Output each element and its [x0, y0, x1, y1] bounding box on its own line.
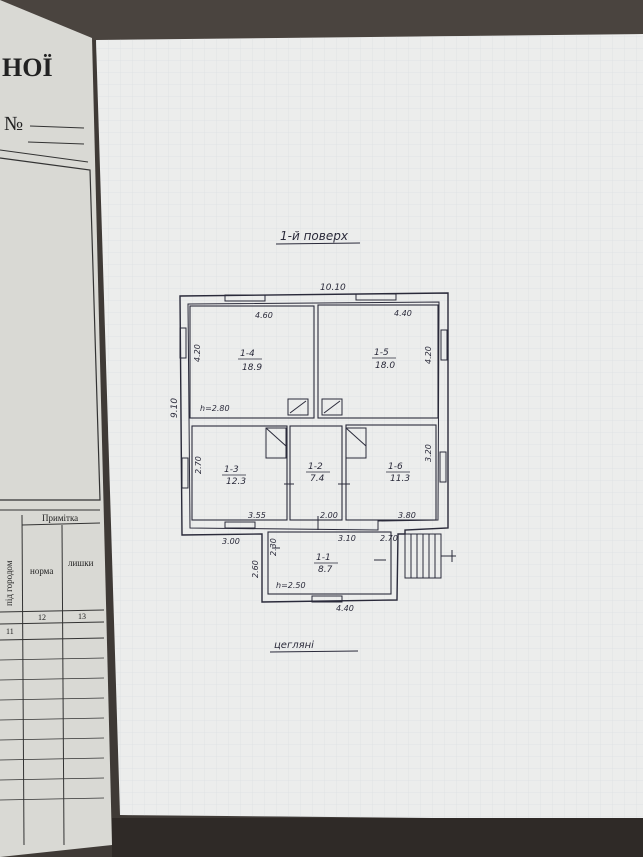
dim-room16-width: 3.80	[398, 511, 416, 520]
window-top-left	[224, 294, 266, 302]
floor-plan: 1-й поверх 10.10 9.10	[170, 229, 456, 603]
room-1-5-area: 18.0	[375, 361, 395, 371]
dim-porch-width: 4.40	[336, 604, 354, 613]
table-highlight	[0, 0, 643, 40]
dim-overall-width: 10.10	[320, 283, 346, 293]
window-left-lower	[181, 457, 189, 489]
dim-room14-depth: 4.20	[193, 344, 202, 362]
room-1-1-outline	[267, 531, 392, 595]
left-form-sheet: НОЇ № Примітка під городом норма лишки 1…	[0, 0, 112, 857]
table-bottom-edge	[112, 818, 643, 857]
dim-porch-mid: 3.10	[338, 534, 356, 543]
form-col-number-12: 12	[38, 613, 46, 622]
room-1-3-area: 12.3	[226, 477, 246, 487]
dim-room15-width: 4.40	[394, 309, 412, 318]
dim-room13-depth: 2.70	[194, 456, 203, 474]
stove-4	[345, 427, 367, 459]
ceiling-height-porch: h=2.50	[276, 581, 306, 590]
dim-porch-left-depth: 2.30	[269, 538, 278, 556]
dimension-labels: 4.60 4.20 4.40 4.20 h=2.80 2.70 3.55 2.0…	[193, 309, 433, 613]
room-1-5-outline	[317, 304, 439, 419]
stove-3	[265, 427, 287, 459]
form-col-group-header: Примітка	[42, 513, 78, 523]
room-1-4-outline	[189, 305, 315, 419]
room-1-4-area: 18.9	[242, 363, 262, 373]
window-top-right	[355, 293, 397, 301]
dim-porch-right: 2.70	[380, 534, 398, 543]
room-1-3-outline	[191, 425, 288, 521]
window-right-upper	[440, 329, 448, 361]
window-left-upper	[179, 327, 187, 359]
dim-porch-wing-depth: 2.60	[251, 560, 260, 578]
form-col-number-13: 13	[78, 612, 86, 621]
room-labels: 1-4 18.9 1-5 18.0 1-3 12.3 1-2 7.4 1-6 1…	[222, 348, 410, 575]
dim-left-offset: 3.00	[222, 537, 240, 546]
room-1-2-id: 1-2	[308, 462, 323, 472]
window-bottom-porch	[311, 595, 343, 603]
room-1-2-area: 7.4	[310, 474, 325, 484]
stove-2	[321, 398, 343, 416]
dim-overall-depth: 9.10	[170, 398, 180, 418]
ceiling-height-main: h=2.80	[200, 404, 230, 413]
room-1-6-area: 11.3	[390, 474, 410, 484]
form-col-header-2: норма	[30, 566, 53, 576]
room-1-4-id: 1-4	[240, 349, 255, 359]
stove-1	[287, 398, 309, 416]
plan-sheet	[96, 34, 643, 820]
dim-room12-width: 2.00	[320, 511, 338, 520]
dim-room16-depth: 3.20	[424, 444, 433, 462]
outer-wall	[179, 292, 449, 603]
dim-room13-width: 3.55	[248, 511, 266, 520]
room-1-1-id: 1-1	[316, 553, 331, 563]
room-1-2-outline	[289, 425, 343, 521]
form-col-number-11: 11	[6, 627, 14, 636]
form-title-fragment: НОЇ	[2, 53, 53, 82]
room-1-5-id: 1-5	[374, 348, 389, 358]
floor-title: 1-й поверх	[280, 229, 349, 243]
window-right-lower	[439, 451, 447, 483]
room-1-3-id: 1-3	[224, 465, 239, 475]
room-1-1-area: 8.7	[318, 565, 333, 575]
room-1-6-outline	[345, 424, 437, 521]
entrance-steps	[404, 533, 456, 579]
window-bottom-13	[224, 521, 256, 529]
material-label: цегляні	[274, 639, 314, 651]
form-col-header-3: лишки	[68, 558, 94, 568]
inner-wall-outline	[187, 301, 440, 531]
form-col-header-1: під городом	[4, 560, 14, 606]
room-1-6-id: 1-6	[388, 462, 403, 472]
dim-room15-depth: 4.20	[424, 346, 433, 364]
dim-room14-width: 4.60	[255, 311, 273, 320]
form-number-label: №	[4, 113, 23, 135]
